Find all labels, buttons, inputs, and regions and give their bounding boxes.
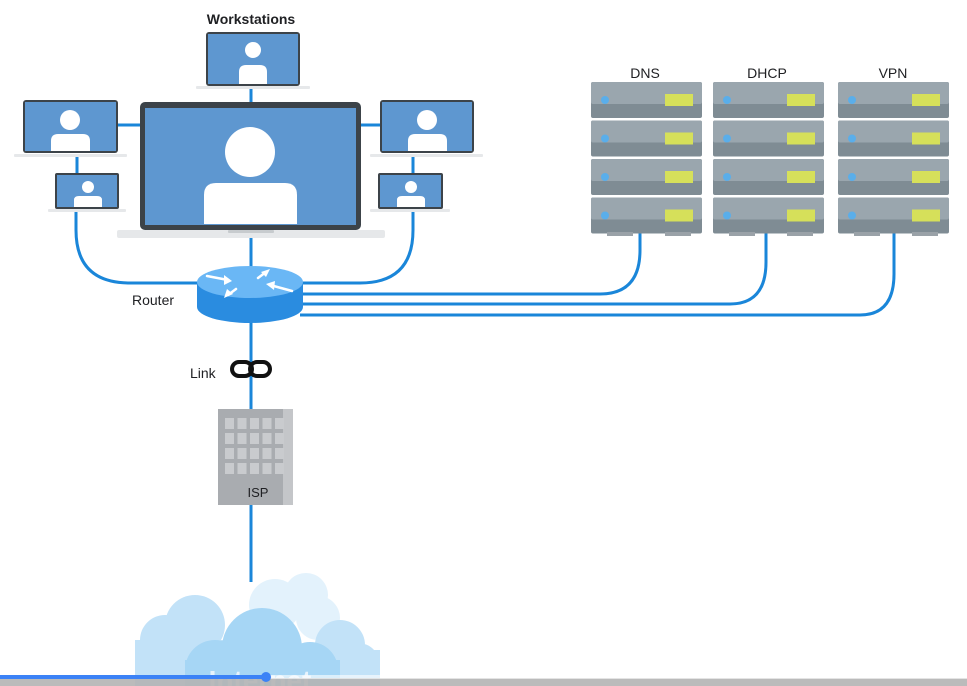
progress-thumb[interactable] [260,672,271,682]
server-drive-led [665,94,693,106]
server-drive-led [912,94,940,106]
building-window [275,448,284,459]
server-rack-dhcp [713,82,824,236]
building-window [225,463,234,474]
server-status-dot [723,211,731,220]
building-window [250,418,259,429]
building-window [262,433,272,444]
building-window [237,433,247,444]
server-status-dot [723,96,731,104]
server-unit [591,197,702,234]
server-unit [713,120,824,157]
router-icon [197,266,303,323]
cables [74,89,896,582]
server-label-dns: DNS [630,65,660,81]
server-drive-led [912,209,940,222]
workstations-label: Workstations [207,11,296,27]
isp-label: ISP [248,485,269,500]
workstation-top [196,32,310,89]
internet-cloud-icon [135,573,380,686]
server-status-dot [723,173,731,181]
player-controls-bar [0,678,967,686]
workstation-left-small [48,173,126,212]
server-status-dot [848,211,856,220]
server-unit [713,82,824,118]
server-status-dot [848,96,856,104]
building-window [262,418,272,429]
server-drive-led [787,171,815,183]
server-unit [591,82,702,118]
workstation-main [117,102,385,238]
progress-fill [0,675,266,679]
server-unit [591,120,702,157]
servers-group [591,82,949,236]
server-label-dhcp: DHCP [747,65,787,81]
building-window [250,433,259,444]
server-drive-led [665,132,693,145]
server-unit [713,159,824,195]
server-drive-led [787,94,815,106]
server-rack-dns [591,82,702,236]
server-drive-led [665,171,693,183]
cable-router-to-vpn [300,232,896,317]
building-window [225,418,234,429]
cable-router-to-dns [300,232,642,296]
workstation-left-large [14,100,127,157]
server-unit [591,159,702,195]
server-unit [838,82,949,118]
building-window [275,463,284,474]
server-status-dot [601,134,609,143]
building-window [250,448,259,459]
server-status-dot [723,134,731,143]
router-label: Router [132,292,174,308]
building-window [237,448,247,459]
server-status-dot [848,134,856,143]
server-status-dot [601,173,609,181]
cable-left-to-router [74,212,205,285]
cable-router-to-dhcp [300,232,768,306]
server-unit [838,159,949,195]
server-unit [838,197,949,234]
workstation-right-small [370,173,450,212]
building-window [275,433,284,444]
server-unit [713,197,824,234]
isp-building-icon [218,409,293,505]
cable-right-to-router [296,212,415,285]
server-label-vpn: VPN [879,65,908,81]
workstation-right-large [370,100,483,157]
building-window [262,448,272,459]
server-unit [838,120,949,157]
building-window [225,433,234,444]
link-icon [230,360,272,378]
building-window [237,418,247,429]
building-window [225,448,234,459]
building-window [250,463,259,474]
server-rack-vpn [838,82,949,236]
server-drive-led [912,132,940,145]
video-progress-bar[interactable] [0,672,967,686]
server-drive-led [787,132,815,145]
server-drive-led [912,171,940,183]
server-drive-led [665,209,693,222]
server-drive-led [787,209,815,222]
building-window [275,418,284,429]
progress-track[interactable] [0,675,967,679]
building-window [262,463,272,474]
building-window [237,463,247,474]
server-status-dot [601,96,609,104]
server-status-dot [848,173,856,181]
server-status-dot [601,211,609,220]
link-label: Link [190,365,217,381]
